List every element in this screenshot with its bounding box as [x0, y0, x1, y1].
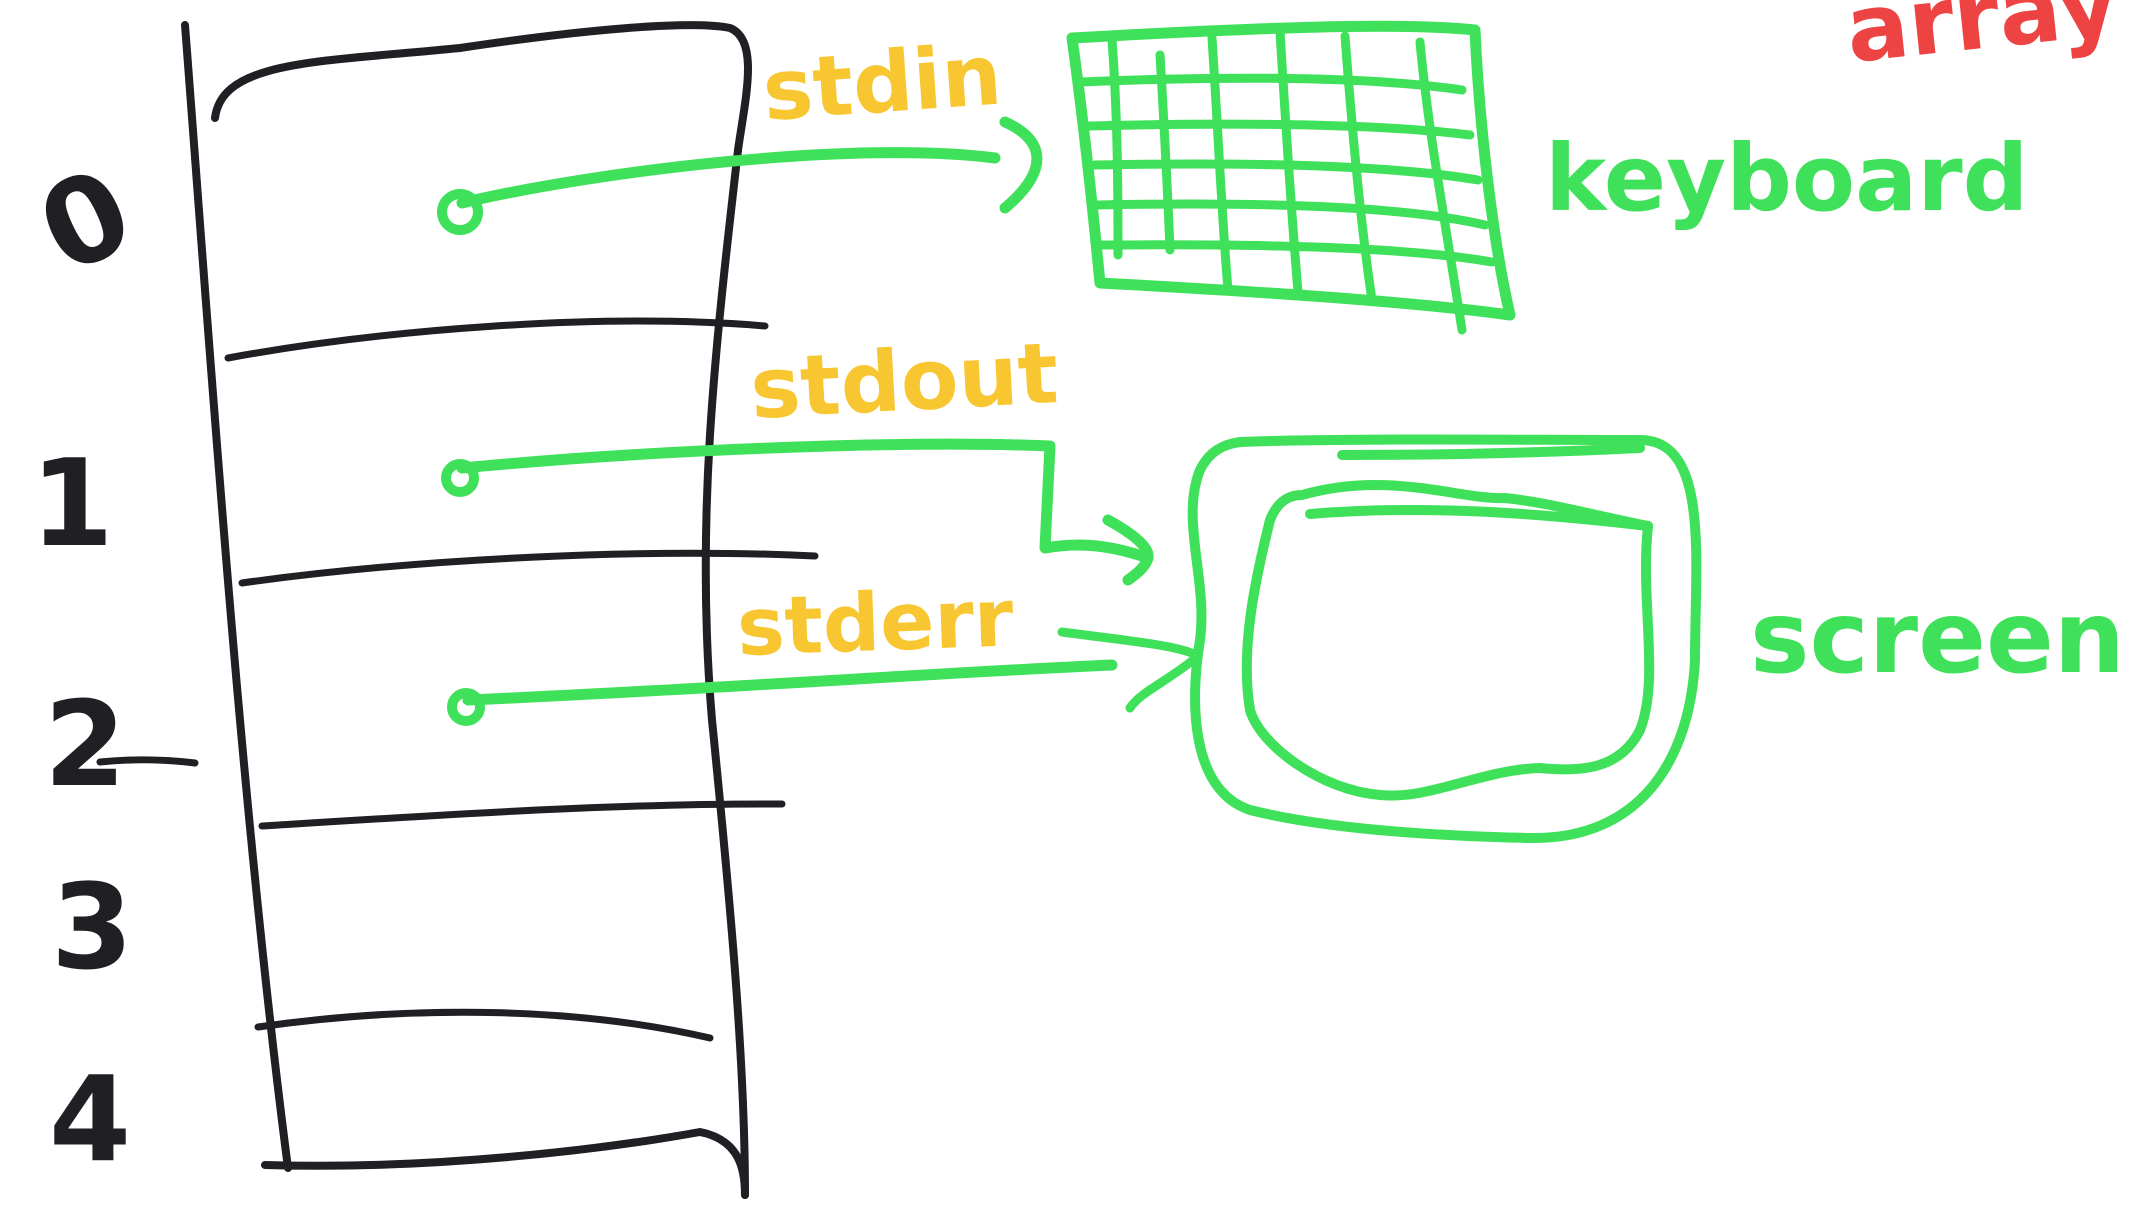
- index-2-tick: [96, 756, 199, 767]
- array-title: array: [1841, 0, 2123, 84]
- table-left-edge: [181, 21, 292, 1172]
- stdout-arrow-line: [456, 438, 1154, 564]
- index-label-0: 0: [19, 141, 152, 301]
- index-label-3: 3: [51, 858, 133, 996]
- row-divider-2: [258, 800, 786, 830]
- screen-label: screen: [1750, 579, 2125, 696]
- monitor-inner-top-stroke: [1305, 504, 1653, 531]
- stdin-arrow-line: [456, 147, 1001, 209]
- stderr-arrow-line: [462, 659, 1118, 706]
- stdin-arrowhead: [999, 116, 1043, 214]
- monitor-top-stroke: [1337, 443, 1645, 460]
- monitor-icon: [1187, 434, 1702, 844]
- table-right-edge: [701, 146, 749, 1199]
- stdin-dot: [437, 189, 483, 235]
- index-label-2: 2: [44, 675, 126, 813]
- fd-array-table: [181, 21, 819, 1199]
- keyboard-grid-icon: [1066, 20, 1516, 335]
- monitor-inner-screen: [1241, 480, 1655, 801]
- row-divider-0: [224, 317, 769, 362]
- index-label-4: 4: [49, 1050, 131, 1188]
- table-bottom-edge: [261, 1128, 749, 1199]
- table-top-curl: [211, 21, 752, 154]
- monitor-outer: [1187, 434, 1702, 844]
- row-divider-3: [254, 1008, 714, 1042]
- stderr-dot: [447, 688, 485, 726]
- stdout-arrowhead: [1102, 514, 1154, 586]
- keyboard-outline: [1066, 20, 1516, 321]
- stream-connectors: [437, 116, 1203, 726]
- index-label-1: 1: [30, 435, 114, 574]
- keyboard-label: keyboard: [1545, 125, 2028, 232]
- stdin-label: stdin: [760, 26, 1005, 140]
- index-labels: 0 1 2 3 4: [19, 141, 199, 1188]
- row-divider-1: [238, 549, 819, 587]
- keyboard-key-grid: [1075, 27, 1497, 335]
- stdout-label: stdout: [748, 324, 1061, 438]
- stderr-label: stderr: [735, 571, 1015, 674]
